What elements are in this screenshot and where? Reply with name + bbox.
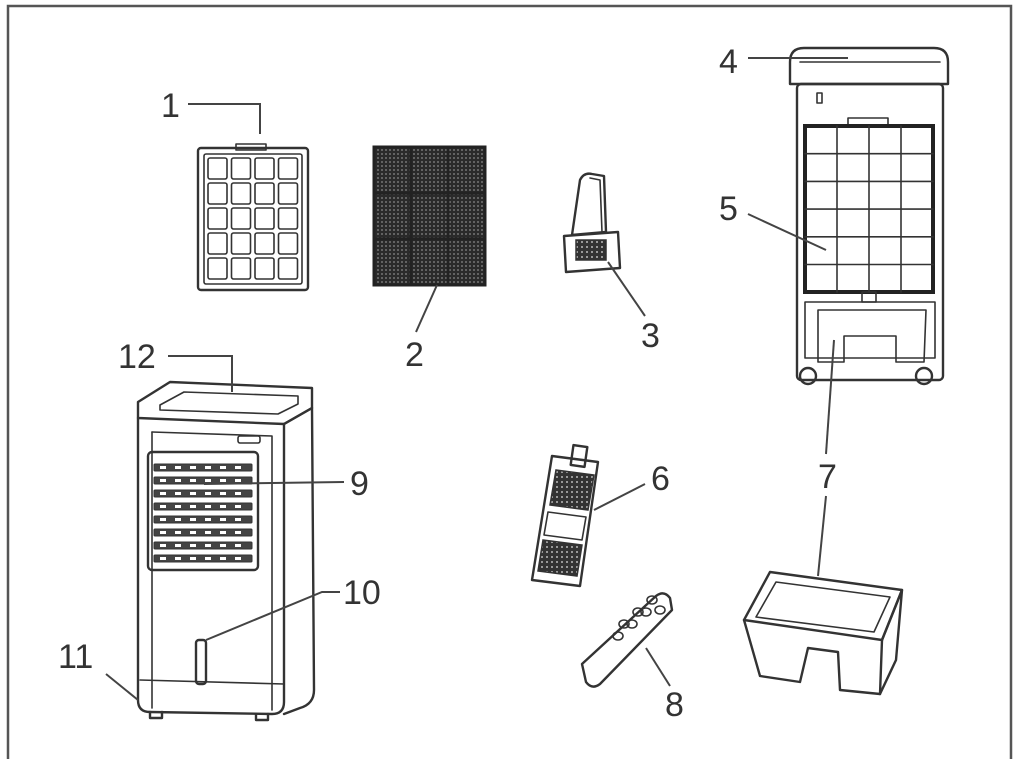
diagram-border [6, 4, 1013, 759]
water-tank [742, 570, 904, 696]
leader-1 [188, 103, 261, 134]
leader-lines [105, 57, 848, 701]
label-12: 12 [118, 338, 156, 376]
label-2: 2 [405, 336, 424, 374]
label-9: 9 [350, 465, 369, 503]
label-10: 10 [343, 574, 381, 612]
label-6: 6 [651, 460, 670, 498]
leader-12 [168, 355, 233, 392]
leader-3 [607, 261, 646, 317]
label-8: 8 [665, 686, 684, 724]
leader-5 [747, 213, 827, 251]
remote-control [580, 592, 674, 688]
leader-9 [203, 481, 345, 485]
leader-8 [645, 647, 671, 687]
leader-2 [415, 284, 438, 333]
leader-11 [105, 673, 139, 701]
water-pump [530, 443, 600, 588]
label-5: 5 [719, 190, 738, 228]
cooler-rear-view [788, 46, 950, 386]
label-1: 1 [161, 87, 180, 125]
ice-box [562, 172, 622, 274]
leader-7b [817, 495, 827, 577]
dust-filter [372, 145, 487, 287]
label-11: 11 [58, 638, 93, 676]
leader-7a [825, 339, 835, 455]
label-3: 3 [641, 317, 660, 355]
leader-6 [593, 483, 646, 511]
label-7: 7 [818, 458, 837, 496]
leader-10 [205, 591, 340, 641]
cooler-front-view [136, 380, 316, 722]
air-filter [196, 143, 310, 292]
label-4: 4 [719, 43, 738, 81]
